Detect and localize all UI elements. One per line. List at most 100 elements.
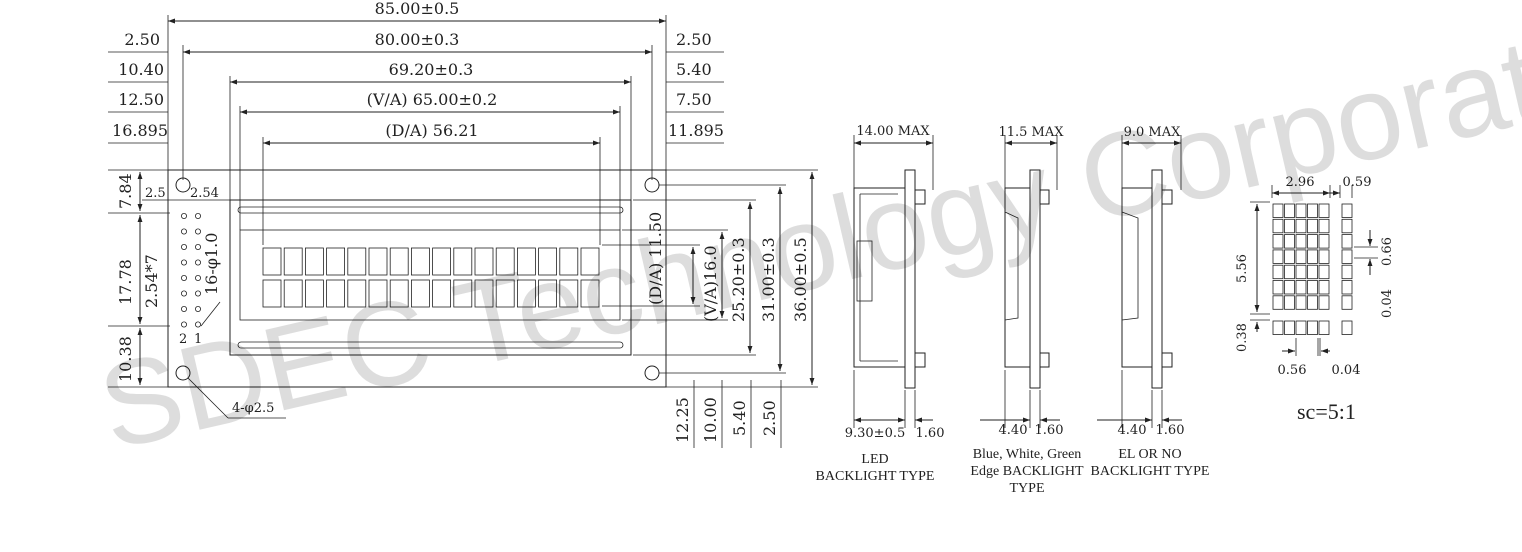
dim-bottom-offset: 10.38: [116, 336, 135, 382]
dot-next: [1341, 249, 1353, 264]
el-depth-dim: 4.40: [1118, 423, 1147, 438]
dot: [1284, 249, 1295, 264]
cursor-dot: [1272, 320, 1284, 335]
char-cell: [368, 247, 388, 276]
led-top-dim: 14.00 MAX: [856, 124, 930, 139]
dim-da-height: (D/A) 11.50: [646, 212, 665, 305]
dot: [1295, 264, 1307, 280]
char-cell: [517, 279, 536, 308]
pin-hole: [194, 259, 201, 266]
led-depth-dim: 9.30±0.5: [845, 426, 906, 441]
dot: [1284, 264, 1295, 280]
pin-hole: [180, 259, 187, 266]
el-pcb-dim: 1.60: [1156, 423, 1185, 438]
dot: [1295, 218, 1307, 234]
char-cell: [326, 247, 346, 276]
dim-left-4: 16.895: [112, 121, 168, 140]
dot: [1272, 203, 1284, 218]
dot: [1307, 295, 1318, 310]
edge-caption-3: TYPE: [1010, 481, 1045, 496]
dot: [1318, 280, 1330, 295]
dim-outer-height: 36.00±0.5: [791, 237, 810, 322]
char-cell: [347, 279, 367, 308]
pin-holes: [180, 212, 201, 328]
cursor-dot: [1284, 320, 1295, 335]
dot: [1318, 234, 1330, 249]
dot: [1318, 249, 1330, 264]
char-width-dim: 2.96: [1286, 175, 1315, 190]
cursor-gap-dim: 0.38: [1235, 323, 1250, 352]
char-cell: [580, 247, 600, 276]
dot: [1272, 295, 1284, 310]
pin-hole: [194, 274, 201, 281]
pin-hole: [194, 243, 201, 250]
mount-hole-br: [644, 365, 660, 381]
dot: [1284, 234, 1295, 249]
dim-left-2: 10.40: [118, 60, 164, 79]
mount-holes-label: 4-φ2.5: [232, 401, 274, 416]
char-cell: [495, 279, 515, 308]
pin-hole: [194, 228, 201, 235]
char-cell: [304, 279, 324, 308]
edge-caption-1: Blue, White, Green: [973, 447, 1082, 462]
dim-pin-offset: 2.5: [145, 186, 166, 201]
char-cell: [432, 247, 452, 276]
dot-next: [1341, 280, 1353, 295]
dim-pcb-hole-height: 31.00±0.3: [759, 237, 778, 322]
dot: [1307, 280, 1318, 295]
dot: [1284, 218, 1295, 234]
dot-width-dim: 0.56: [1278, 363, 1307, 378]
front-view: 2 1 16-φ1.0: [167, 169, 667, 388]
dot: [1307, 264, 1318, 280]
scale-label: sc=5:1: [1297, 399, 1356, 424]
pin-holes-label: 16-φ1.0: [202, 233, 221, 295]
pin-label-1: 1: [194, 332, 202, 347]
character-detail: 2.96 0.59 5.56 0.38 0.66 0.04 0.56 0.04 …: [1235, 175, 1395, 424]
pin-hole: [194, 212, 201, 219]
dot: [1284, 295, 1295, 310]
dot-next: [1341, 264, 1353, 280]
front-right-dimensions: (D/A) 11.50 (V/A)16.0 25.20±0.3 31.00±0.…: [602, 169, 818, 388]
pin-hole: [180, 243, 187, 250]
cursor-dot: [1295, 320, 1307, 335]
dim-bezel-height: 25.20±0.3: [729, 237, 748, 322]
side-view-el: 9.0 MAX 4.40 1.60 EL OR NO BACKLIGHT TYP…: [1091, 125, 1210, 479]
char-cell: [474, 247, 494, 276]
edge-pcb-dim: 1.60: [1035, 423, 1064, 438]
dot: [1295, 234, 1307, 249]
led-caption-1: LED: [861, 452, 888, 467]
char-cell: [262, 247, 282, 276]
char-cell: [580, 279, 600, 308]
char-cell: [262, 279, 282, 308]
bezel-outline: [229, 199, 632, 356]
edge-depth-dim: 4.40: [999, 423, 1028, 438]
dot-next: [1341, 234, 1353, 249]
dot-next: [1341, 295, 1353, 310]
dim-dot-area: (D/A) 56.21: [385, 121, 478, 140]
dim-pin-span: 17.78: [116, 259, 135, 305]
dot: [1272, 264, 1284, 280]
dot: [1272, 280, 1284, 295]
char-cell: [389, 279, 409, 308]
dot-height-dim: 0.66: [1380, 237, 1395, 266]
dim-bottom-3: 5.40: [730, 400, 749, 436]
character-cells: [262, 247, 600, 308]
pin-hole: [194, 305, 201, 312]
char-cell: [389, 247, 409, 276]
char-height-dim: 5.56: [1235, 254, 1250, 283]
side-view-led: 14.00 MAX 9.30±0.5 1.60 LED BACKLIGHT TY…: [816, 124, 945, 484]
side-view-edge: 11.5 MAX 4.40 1.60 Blue, White, Green Ed…: [970, 125, 1084, 496]
dot: [1295, 295, 1307, 310]
char-gap-dim: 0.59: [1343, 175, 1372, 190]
char-cell: [347, 247, 367, 276]
dim-top-offset: 7.84: [116, 173, 135, 209]
char-cell: [410, 279, 430, 308]
dim-right-2: 5.40: [676, 60, 712, 79]
dot-matrix: [1272, 203, 1353, 335]
dot-next: [1341, 203, 1353, 218]
el-top-dim: 9.0 MAX: [1124, 125, 1182, 140]
dim-va-height: (V/A)16.0: [701, 245, 720, 322]
char-cell: [559, 279, 579, 308]
dot: [1284, 203, 1295, 218]
top-dimensions: 85.00±0.5 80.00±0.3 69.20±0.3 (V/A) 65.0…: [167, 0, 667, 245]
